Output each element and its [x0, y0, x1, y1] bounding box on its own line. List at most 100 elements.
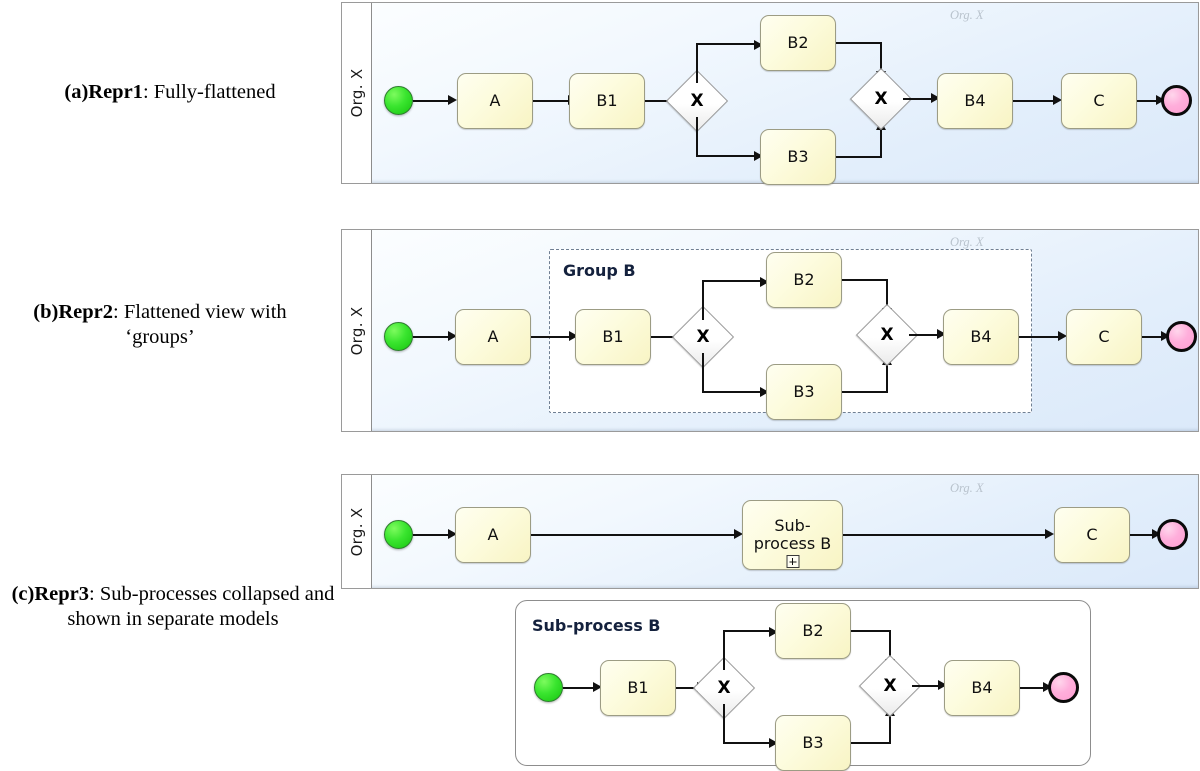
task-b2-repr1[interactable]: B2: [760, 15, 836, 71]
flow-b2-to-gw2-horizontal: [836, 41, 882, 45]
flow-b2-to-gw2-vertical-repr2: [886, 278, 889, 313]
arrowhead-start-to-a-repr3: [448, 529, 457, 539]
flow-gw2-to-b4-submodel: [912, 684, 940, 688]
start-event-submodel[interactable]: [534, 673, 563, 702]
arrowhead-c-to-end: [1156, 95, 1165, 105]
lane-header-repr3: Org. X: [342, 475, 372, 588]
task-b3-submodel[interactable]: B3: [775, 715, 851, 771]
task-b4-submodel[interactable]: B4: [944, 660, 1020, 716]
subprocess-label-line2: process B: [753, 534, 832, 553]
arrowhead-gw1-to-b2: [754, 39, 763, 50]
task-b1-repr2[interactable]: B1: [575, 309, 651, 365]
task-a-repr3[interactable]: A: [455, 507, 531, 563]
pool-repr2: Org. X Org. X Group B A B1 X B2 B3: [341, 229, 1199, 432]
gateway-join-repr1[interactable]: X: [849, 67, 913, 131]
flow-gw1-to-b3-horizontal-repr2: [701, 390, 762, 393]
task-b1-submodel[interactable]: B1: [600, 660, 676, 716]
task-b1-repr1[interactable]: B1: [569, 73, 645, 129]
lane-label-repr2: Org. X: [347, 306, 366, 355]
arrowhead-a-to-subprocess: [734, 529, 743, 539]
flow-b2-to-gw2-horizontal-repr2: [842, 278, 888, 282]
arrowhead-b4-to-c: [1053, 95, 1062, 105]
arrowhead-gw1-to-b3-repr2: [760, 387, 769, 397]
arrowhead-c-to-end-repr3: [1152, 529, 1161, 539]
flow-gw1-to-b2-vertical: [695, 43, 699, 83]
arrowhead-gw1-to-b2-submodel: [769, 626, 778, 637]
caption-repr-a: Repr1: [88, 81, 143, 103]
flow-a-to-b1-repr2: [531, 335, 573, 338]
flow-gw1-to-b3-horizontal: [695, 154, 756, 157]
gateway-split-repr1[interactable]: X: [665, 69, 729, 133]
task-b4-repr1[interactable]: B4: [937, 73, 1013, 129]
submodel-subprocess-b: Sub-process B B1 X B2 B3: [515, 600, 1091, 771]
pool-repr1: Org. X Org. X A B1 X B2 B3: [341, 2, 1199, 185]
flow-b3-to-gw2-vertical: [880, 125, 883, 157]
subprocess-label-line1: Sub-: [774, 516, 811, 536]
task-c-repr3[interactable]: C: [1054, 507, 1130, 563]
flow-b3-to-gw2-horizontal-submodel: [851, 741, 891, 745]
caption-sep-a: :: [142, 81, 154, 103]
lane-header-repr1: Org. X: [342, 3, 372, 183]
flow-gw1-to-b3-vertical-submodel: [722, 704, 726, 744]
gateway-x-label: X: [690, 90, 704, 111]
end-event-repr1[interactable]: [1161, 85, 1192, 116]
start-event-repr1[interactable]: [384, 86, 413, 115]
caption-marker-b: (b): [33, 301, 59, 323]
caption-sep-b: :: [113, 301, 124, 323]
subprocess-plus-icon[interactable]: [786, 555, 799, 568]
arrowhead-start-to-a-repr2: [448, 331, 457, 341]
gateway-x-label: X: [874, 88, 888, 109]
task-c-repr2[interactable]: C: [1066, 309, 1142, 365]
arrowhead-a-to-b1-repr2: [569, 331, 578, 341]
gateway-split-repr2[interactable]: X: [671, 305, 735, 369]
flow-b2-to-gw2-vertical: [880, 41, 883, 76]
caption-text-b: Flattened view with ‘groups’: [123, 301, 287, 348]
task-b4-repr2[interactable]: B4: [943, 309, 1019, 365]
arrowhead-subprocess-to-c: [1045, 529, 1054, 539]
start-event-repr2[interactable]: [384, 322, 413, 351]
task-b2-submodel[interactable]: B2: [775, 603, 851, 659]
flow-gw1-to-b2-vertical-repr2: [701, 280, 705, 320]
start-event-repr3[interactable]: [384, 520, 413, 549]
end-event-repr3[interactable]: [1157, 519, 1188, 550]
task-c-repr1[interactable]: C: [1061, 73, 1137, 129]
gateway-x-label: X: [880, 324, 894, 345]
flow-gw2-to-b4-repr2: [909, 333, 939, 337]
arrowhead-b4-to-end-submodel: [1043, 682, 1052, 692]
flow-c-to-end-repr3: [1130, 533, 1157, 536]
caption-text-a: Fully-flattened: [153, 81, 276, 103]
gateway-join-repr2[interactable]: X: [855, 303, 919, 367]
end-event-repr2[interactable]: [1166, 321, 1197, 352]
task-b3-repr2[interactable]: B3: [766, 364, 842, 420]
task-subprocess-b-repr3[interactable]: Sub- process B: [742, 500, 843, 570]
end-event-submodel[interactable]: [1048, 672, 1079, 703]
flow-gw1-to-b2-horizontal-submodel: [722, 630, 771, 633]
submodel-title: Sub-process B: [532, 616, 661, 635]
flow-gw2-to-b4: [903, 97, 933, 101]
arrowhead-gw1-to-b3-submodel: [769, 738, 778, 748]
flow-b3-to-gw2-vertical-submodel: [889, 711, 892, 743]
task-a-repr1[interactable]: A: [457, 73, 533, 129]
pool-repr3: Org. X Org. X A Sub- process B C: [341, 474, 1199, 589]
flow-start-to-a-repr2: [413, 335, 450, 338]
task-b2-repr2[interactable]: B2: [766, 252, 842, 308]
task-a-repr2[interactable]: A: [455, 309, 531, 365]
gateway-x-label: X: [717, 677, 731, 698]
caption-sep-c: :: [89, 583, 100, 605]
flow-subprocess-to-c: [843, 533, 1050, 536]
flow-gw1-to-b3-vertical: [695, 117, 699, 157]
gateway-x-label: X: [883, 675, 897, 696]
task-b3-repr1[interactable]: B3: [760, 129, 836, 185]
pool-watermark-repr2: Org. X: [950, 235, 984, 249]
pool-watermark-repr3: Org. X: [950, 481, 984, 495]
gateway-split-submodel[interactable]: X: [692, 656, 756, 720]
gateway-join-submodel[interactable]: X: [858, 654, 922, 718]
flow-gw1-to-b2-vertical-submodel: [722, 630, 726, 670]
caption-repr3: (c)Repr3: Sub-processes collapsed and sh…: [8, 582, 338, 632]
flow-start-to-b1-submodel: [563, 686, 595, 689]
flow-b4-to-c-repr2: [1019, 335, 1061, 338]
flow-b3-to-gw2-vertical-repr2: [886, 360, 889, 392]
flow-b4-to-end-submodel: [1020, 686, 1047, 689]
lane-label-repr3: Org. X: [347, 507, 366, 556]
